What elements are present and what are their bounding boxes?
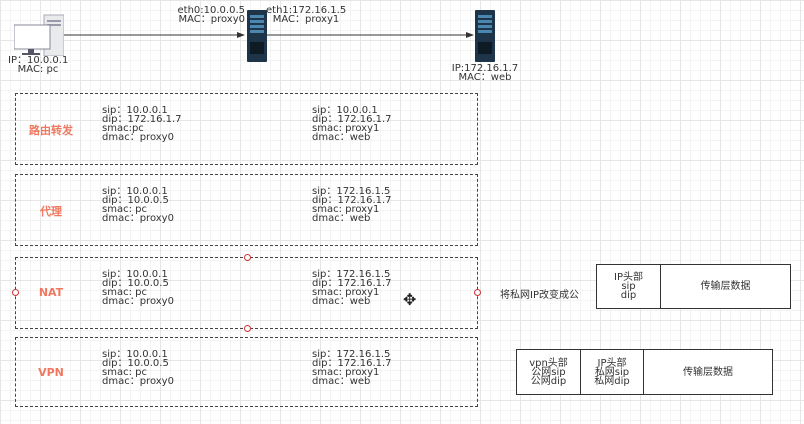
resize-handle-top[interactable] xyxy=(244,254,251,261)
dmac: dmac：proxy0 xyxy=(102,213,174,224)
resize-handle-right[interactable] xyxy=(474,289,481,296)
private-sip: 私网sip xyxy=(594,366,630,378)
pc-mac: MAC: pc xyxy=(17,64,59,75)
proxy-eth0-ip: eth0:10.0.0.5 xyxy=(177,5,246,16)
dmac: dmac：web xyxy=(312,376,371,387)
sip: sip：10.0.0.1 xyxy=(102,105,168,116)
payload-cell: 传输层数据 xyxy=(683,366,733,378)
row-label: NAT xyxy=(38,286,64,299)
web-mac: MAC：web xyxy=(458,72,512,83)
private-dip: 私网dip xyxy=(594,375,630,387)
smac: smac: pc xyxy=(102,204,147,215)
sip: sip：172.16.1.5 xyxy=(312,186,391,197)
ip-header-title: IP头部 xyxy=(597,357,627,369)
dmac: dmac：web xyxy=(312,132,371,143)
proxy-eth0-mac: MAC：proxy0 xyxy=(178,14,245,25)
proxy-eth1-ip: eth1:172.16.1.5 xyxy=(266,5,347,16)
sip: sip：172.16.1.5 xyxy=(312,269,391,280)
sip: sip：10.0.0.1 xyxy=(102,186,168,197)
sip: sip：10.0.0.1 xyxy=(102,349,168,360)
move-cursor-icon: ✥ xyxy=(403,290,417,309)
dmac: dmac：web xyxy=(312,213,371,224)
smac: smac: proxy1 xyxy=(312,367,380,378)
sip: sip：10.0.0.1 xyxy=(312,105,378,116)
smac: smac: pc xyxy=(102,367,147,378)
sip: sip：10.0.0.1 xyxy=(102,269,168,280)
proxy-server-icon xyxy=(247,10,267,62)
smac: smac: proxy1 xyxy=(312,287,380,298)
public-sip: 公网sip xyxy=(531,366,566,378)
smac: smac: proxy1 xyxy=(312,123,380,134)
dip: dip：172.16.1.7 xyxy=(312,114,392,125)
topology-links xyxy=(62,32,474,38)
dmac: dmac：web xyxy=(312,296,371,307)
vpn-header-title: vpn头部 xyxy=(529,357,568,369)
pc-icon xyxy=(14,14,64,56)
dip: dip：172.16.1.7 xyxy=(312,278,392,289)
sip: sip：172.16.1.5 xyxy=(312,349,391,360)
dip: dip：172.16.1.7 xyxy=(312,358,392,369)
row-label: 代理 xyxy=(40,205,62,218)
header-sip: sip xyxy=(621,281,636,292)
header-title: IP头部 xyxy=(614,272,643,283)
smac: smac: pc xyxy=(102,287,147,298)
dmac: dmac：proxy0 xyxy=(102,132,174,143)
web-server-icon xyxy=(475,10,495,62)
public-dip: 公网dip xyxy=(530,375,567,387)
dmac: dmac：proxy0 xyxy=(102,296,174,307)
resize-handle-bottom[interactable] xyxy=(244,325,251,332)
payload-cell: 传输层数据 xyxy=(700,281,751,292)
header-dip: dip xyxy=(620,290,637,301)
dip: dip：10.0.0.5 xyxy=(102,195,169,206)
pc-ip: IP：10.0.0.1 xyxy=(8,55,69,66)
nat-note: 将私网IP改变成公 xyxy=(500,290,579,301)
dip: dip：172.16.1.7 xyxy=(312,195,392,206)
smac: smac:pc xyxy=(102,123,144,134)
row-label: VPN xyxy=(38,366,64,379)
dip: dip：10.0.0.5 xyxy=(102,358,169,369)
dmac: dmac：proxy0 xyxy=(102,376,174,387)
dip: dip：10.0.0.5 xyxy=(102,278,169,289)
dip: dip：172.16.1.7 xyxy=(102,114,182,125)
row-label: 路由转发 xyxy=(29,124,73,137)
web-ip: IP:172.16.1.7 xyxy=(451,63,519,74)
proxy-eth1-mac: MAC：proxy1 xyxy=(272,14,340,25)
resize-handle-left[interactable] xyxy=(12,289,19,296)
smac: smac: proxy1 xyxy=(312,204,380,215)
